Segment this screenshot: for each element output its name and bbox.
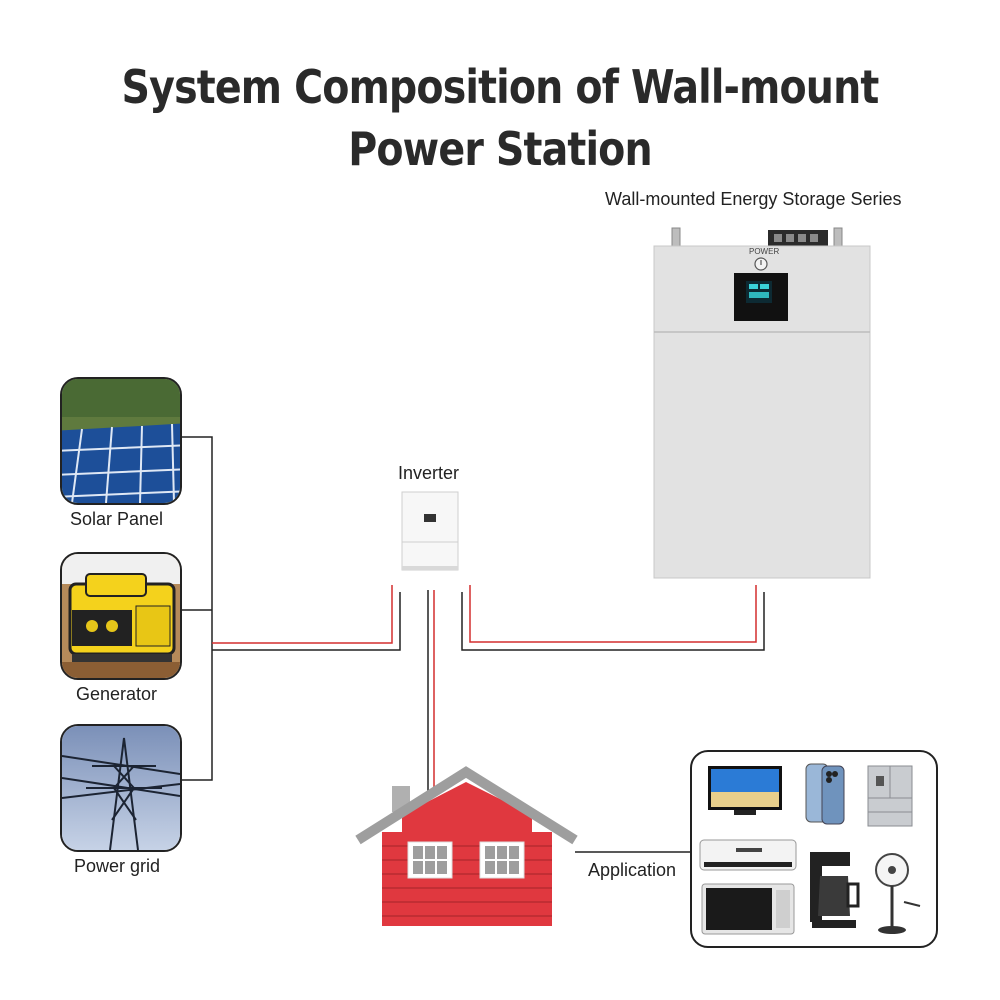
power-grid-label: Power grid bbox=[74, 856, 161, 876]
generator-thumbnail bbox=[60, 552, 182, 680]
smartphone-icon bbox=[805, 763, 845, 825]
title-line-2: Power Station bbox=[348, 122, 652, 176]
power-grid-thumbnail bbox=[60, 724, 182, 852]
title-line-1: System Composition of Wall-mount bbox=[121, 60, 880, 114]
inverter-to-battery-wire bbox=[461, 585, 765, 651]
house-icon bbox=[355, 766, 578, 926]
storage-cabinet bbox=[653, 227, 871, 579]
solar-panel-icon bbox=[62, 379, 180, 503]
power-pylon-icon bbox=[62, 726, 180, 850]
solar-panel-thumbnail bbox=[60, 377, 182, 505]
inverter-device bbox=[401, 491, 459, 571]
page-title: System Composition of Wall-mount Power S… bbox=[70, 56, 930, 180]
generator-label: Generator bbox=[76, 684, 158, 704]
air-conditioner-icon bbox=[699, 839, 797, 871]
inverter-label: Inverter bbox=[398, 463, 460, 483]
source-bus-wire bbox=[178, 436, 213, 781]
tv-icon bbox=[708, 766, 782, 815]
solar-panel-label: Solar Panel bbox=[70, 509, 164, 529]
source-to-inverter-wire bbox=[212, 585, 401, 651]
refrigerator-icon bbox=[867, 765, 913, 827]
fan-icon bbox=[875, 853, 921, 934]
application-panel bbox=[690, 750, 938, 948]
application-label: Application bbox=[588, 860, 677, 880]
power-button-label: POWER bbox=[749, 247, 780, 256]
inverter-to-house-wire bbox=[427, 590, 435, 792]
storage-series-label: Wall-mounted Energy Storage Series bbox=[605, 189, 902, 209]
microwave-icon bbox=[701, 883, 795, 935]
coffee-maker-icon bbox=[810, 852, 860, 928]
generator-icon bbox=[62, 554, 180, 678]
